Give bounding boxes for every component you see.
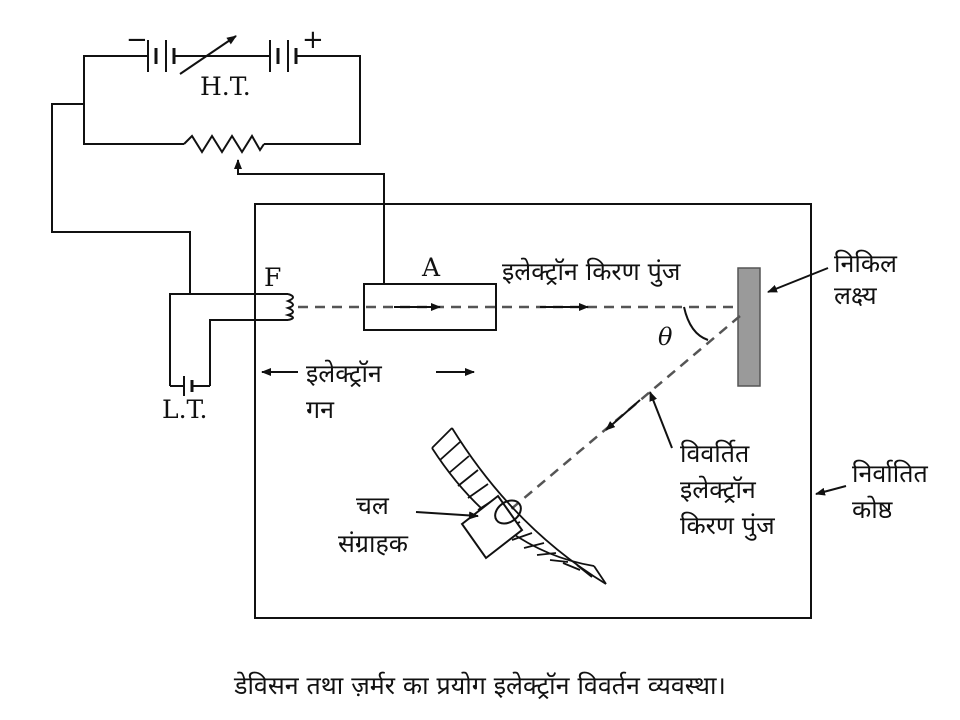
gun-label-line2: गन	[306, 395, 335, 424]
anode-tube	[363, 283, 497, 331]
lt-label: L.T.	[162, 395, 208, 424]
theta-label: θ	[658, 323, 673, 351]
gun-label-line1: इलेक्ट्रॉन	[306, 359, 383, 388]
beam-label: इलेक्ट्रॉन किरण पुंज	[502, 257, 681, 287]
potentiometer-resistor	[183, 134, 265, 154]
diffracted-label-line1: विवर्तित	[680, 439, 750, 468]
ht-label: H.T.	[200, 72, 251, 101]
target-label-line2: लक्ष्य	[834, 281, 877, 310]
ht-to-filament-wire	[51, 103, 191, 294]
collector-box	[460, 494, 524, 560]
filament-coil	[284, 293, 294, 321]
theta-arc	[683, 306, 709, 341]
collector-label-line2: संग्राहक	[338, 529, 409, 558]
anode-label: A	[421, 253, 441, 282]
chamber-pointer-arrow	[815, 485, 847, 496]
target-label-line1: निकिल	[834, 249, 898, 278]
collector-aperture	[494, 499, 522, 525]
ht-plus-sign: +	[302, 25, 324, 55]
ht-battery	[147, 35, 300, 75]
collector-pointer-arrow	[415, 511, 479, 520]
anode-wire	[234, 159, 385, 284]
chamber-label-line1: निर्वातित	[852, 459, 928, 488]
diffracted-pointer-arrow	[649, 391, 673, 449]
figure-caption: डेविसन तथा ज़र्मर का प्रयोग इलेक्ट्रॉन व…	[233, 671, 726, 700]
variable-arrow-icon	[179, 35, 237, 75]
lt-battery	[169, 366, 211, 396]
filament-label: F	[264, 263, 281, 292]
target-pointer-arrow	[767, 267, 829, 293]
vacuum-chamber	[254, 203, 812, 619]
collector-label-line1: चल	[356, 491, 390, 520]
ht-circuit	[83, 55, 361, 154]
diffracted-label-line2: इलेक्ट्रॉन	[680, 475, 757, 504]
diffracted-arrow-icon	[605, 399, 641, 431]
chamber-label-line2: कोष्ठ	[852, 495, 894, 524]
diffracted-label-line3: किरण पुंज	[680, 511, 775, 541]
ht-minus-sign: −	[126, 25, 148, 55]
electron-gun	[169, 293, 294, 366]
nickel-target	[737, 267, 761, 387]
